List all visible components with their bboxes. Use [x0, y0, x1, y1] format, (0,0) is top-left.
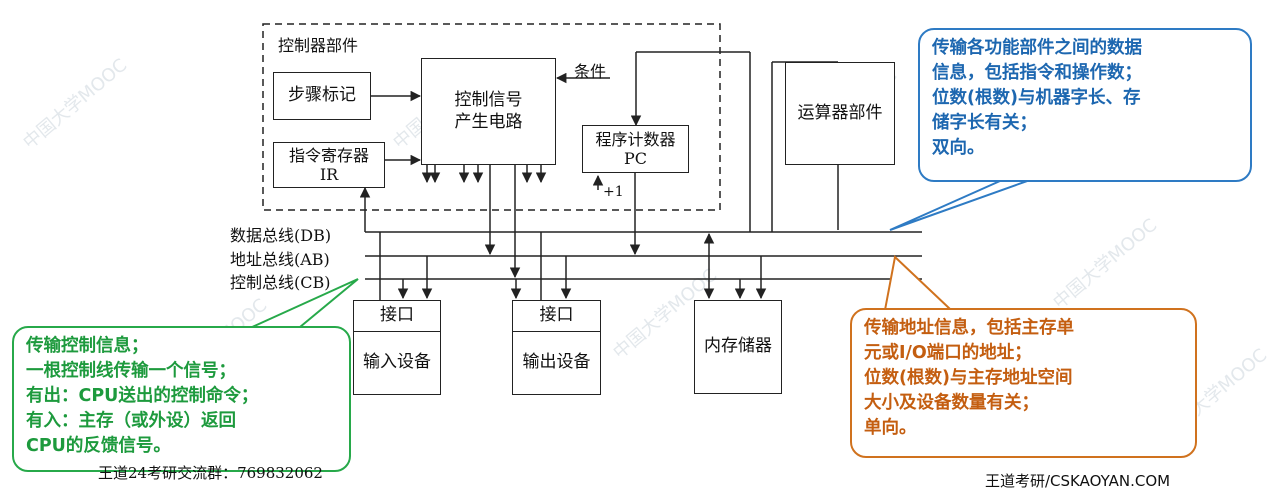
- input-device-label: 输入设备: [363, 352, 431, 373]
- main-memory-label: 内存储器: [704, 336, 772, 357]
- callout-line: 传输各功能部件之间的数据: [932, 38, 1142, 58]
- blue-callout-pointer: [889, 179, 1031, 231]
- control-signal-circuit-line1: 控制信号: [454, 90, 523, 111]
- output-interface-label: 接口: [539, 305, 574, 326]
- callout-line: 传输控制信息；: [26, 336, 149, 356]
- output-interface-box: 接口: [512, 300, 601, 332]
- condition-label: 条件: [574, 62, 607, 81]
- data-bus-callout: 传输各功能部件之间的数据 信息，包括指令和操作数； 位数(根数)与机器字长、存 …: [918, 28, 1252, 182]
- callout-line: 双向。: [932, 138, 985, 158]
- callout-line: 元或I/O端口的地址；: [864, 343, 1032, 363]
- callout-line: 大小及设备数量有关；: [864, 393, 1039, 413]
- output-device-box: 输出设备: [512, 331, 601, 395]
- alu-unit-label: 运算器部件: [797, 102, 883, 123]
- control-bus-callout: 传输控制信息； 一根控制线传输一个信号； 有出：CPU送出的控制命令； 有入：主…: [12, 326, 351, 472]
- output-device-label: 输出设备: [522, 352, 591, 373]
- callout-line: 单向。: [864, 418, 917, 438]
- callout-line: 有入：主存（或外设）返回: [26, 411, 236, 431]
- input-interface-label: 接口: [380, 305, 414, 326]
- instruction-register-box: 指令寄存器 IR: [273, 142, 385, 188]
- alu-unit-box: 运算器部件: [785, 62, 895, 165]
- input-interface-box: 接口: [353, 300, 441, 332]
- control-bus-label: 控制总线(CB): [230, 273, 331, 292]
- controller-group-label: 控制器部件: [278, 36, 359, 55]
- callout-line: 位数(根数)与机器字长、存: [932, 88, 1141, 108]
- group-info-text: 王道24考研交流群：769832062: [98, 464, 323, 482]
- program-counter-line2: PC: [623, 149, 647, 168]
- step-marker-label: 步骤标记: [288, 85, 356, 106]
- instruction-register-line1: 指令寄存器: [288, 145, 369, 165]
- callout-line: 信息，包括指令和操作数；: [932, 63, 1142, 83]
- pc-increment-label: +1: [603, 184, 624, 200]
- step-marker-box: 步骤标记: [273, 72, 371, 120]
- control-signal-circuit-line2: 产生电路: [454, 111, 523, 132]
- brand-text: 王道考研/CSKAOYAN.COM: [985, 472, 1171, 490]
- callout-line: 一根控制线传输一个信号；: [26, 361, 236, 381]
- main-memory-box: 内存储器: [694, 300, 782, 394]
- instruction-register-line2: IR: [319, 165, 339, 184]
- program-counter-box: 程序计数器 PC: [582, 125, 689, 173]
- callout-line: 有出：CPU送出的控制命令；: [26, 386, 259, 406]
- callout-line: 传输地址信息，包括主存单: [864, 318, 1074, 338]
- green-callout-pointer: [249, 278, 359, 329]
- data-bus-label: 数据总线(DB): [230, 226, 332, 245]
- controller-group-frame: [262, 23, 721, 211]
- callout-line: 位数(根数)与主存地址空间: [864, 368, 1073, 388]
- orange-callout-pointer: [884, 255, 951, 311]
- address-bus-label: 地址总线(AB): [230, 250, 330, 269]
- address-bus-callout: 传输地址信息，包括主存单 元或I/O端口的地址； 位数(根数)与主存地址空间 大…: [850, 308, 1197, 458]
- program-counter-line1: 程序计数器: [595, 129, 676, 149]
- callout-line: 储字长有关；: [932, 113, 1037, 133]
- input-device-box: 输入设备: [353, 331, 441, 395]
- callout-line: CPU的反馈信号。: [26, 436, 171, 456]
- control-signal-circuit-box: 控制信号 产生电路: [421, 58, 556, 165]
